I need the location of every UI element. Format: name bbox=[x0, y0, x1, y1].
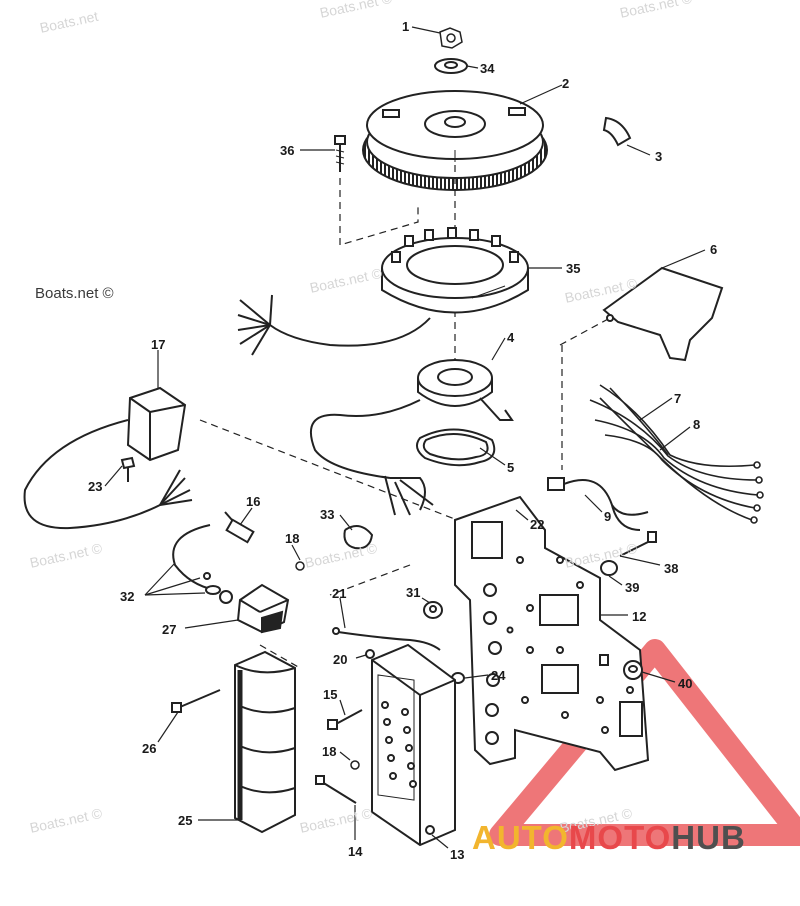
part-36-bolt bbox=[334, 135, 346, 172]
rectifier-leads bbox=[23, 419, 193, 530]
callout-label: 2 bbox=[562, 76, 570, 91]
part-32-leads bbox=[172, 524, 221, 595]
part-39-nut bbox=[600, 560, 618, 576]
automotohub-logo: AUTOMOTOHUB bbox=[472, 818, 792, 858]
part-9-lead bbox=[547, 477, 649, 531]
callout-label: 38 bbox=[664, 561, 679, 576]
callout-label: 3 bbox=[655, 149, 663, 164]
callout-label: 39 bbox=[625, 580, 640, 595]
callout-label: 35 bbox=[566, 261, 581, 276]
part-17-rectifier bbox=[126, 386, 187, 462]
part-12-plate bbox=[454, 495, 650, 772]
part-18-nut bbox=[295, 561, 360, 770]
logo-part-moto: MOTO bbox=[568, 819, 672, 856]
part-34-washer bbox=[434, 58, 468, 74]
callout-label: 20 bbox=[333, 652, 348, 667]
part-20-screw bbox=[365, 649, 375, 659]
part-35-stator bbox=[381, 227, 529, 314]
callout-label: 1 bbox=[402, 19, 410, 34]
part-14-screw bbox=[315, 775, 357, 804]
part-5-gasket bbox=[415, 428, 496, 467]
stator-leads bbox=[237, 294, 431, 356]
callout-label: 15 bbox=[323, 687, 338, 702]
callout-label: 22 bbox=[530, 517, 545, 532]
part-1-nut bbox=[439, 27, 463, 49]
callout-label: 12 bbox=[632, 609, 647, 624]
callout-leaders bbox=[104, 26, 706, 849]
part-21-wire bbox=[332, 627, 441, 651]
callout-label: 26 bbox=[142, 741, 157, 756]
part-38-bolt bbox=[619, 531, 657, 557]
dashed-assembly-lines bbox=[199, 165, 611, 669]
callout-label: 23 bbox=[88, 479, 103, 494]
part-2-flywheel bbox=[362, 90, 548, 191]
part-16-switch bbox=[224, 511, 255, 544]
callout-label: 36 bbox=[280, 143, 295, 158]
callout-label: 32 bbox=[120, 589, 135, 604]
part-40-grommet bbox=[623, 660, 643, 680]
callout-label: 17 bbox=[151, 337, 166, 352]
callout-label: 14 bbox=[348, 844, 363, 859]
callout-label: 34 bbox=[480, 61, 495, 76]
callout-label: 4 bbox=[507, 330, 515, 345]
callout-label: 21 bbox=[332, 586, 347, 601]
part-26-bolt bbox=[171, 689, 221, 713]
logo-part-hub: HUB bbox=[671, 819, 746, 856]
callout-label: 31 bbox=[406, 585, 421, 600]
part-27-coil bbox=[219, 583, 290, 634]
callout-label: 16 bbox=[246, 494, 261, 509]
part-6-bracket bbox=[602, 266, 724, 362]
callout-label: 40 bbox=[678, 676, 693, 691]
part-25-coilpack bbox=[234, 650, 296, 834]
logo-part-auto: AUTO bbox=[472, 819, 569, 856]
watermark: Boats.net © bbox=[35, 285, 114, 302]
part-4-trigger bbox=[417, 359, 514, 421]
callout-label: 25 bbox=[178, 813, 193, 828]
part-31-grommet bbox=[423, 601, 443, 619]
callout-label: 18 bbox=[285, 531, 300, 546]
callout-label: 5 bbox=[507, 460, 515, 475]
callout-label: 7 bbox=[674, 391, 682, 406]
part-23-screw bbox=[120, 456, 136, 482]
part-15-screw bbox=[327, 709, 363, 730]
part-33-clamp bbox=[343, 525, 374, 550]
callout-label: 8 bbox=[693, 417, 701, 432]
callout-label: 18 bbox=[322, 744, 337, 759]
callout-label: 27 bbox=[162, 622, 177, 637]
callout-label: 24 bbox=[491, 668, 506, 683]
callout-label: 33 bbox=[320, 507, 335, 522]
callout-label: 6 bbox=[710, 242, 718, 257]
callout-label: 13 bbox=[450, 847, 465, 862]
callout-label: 9 bbox=[604, 509, 612, 524]
part-3-key bbox=[602, 116, 632, 147]
trigger-leads bbox=[310, 399, 434, 516]
part-13-switchbox bbox=[371, 643, 456, 847]
part-7-8-harness bbox=[589, 384, 764, 524]
